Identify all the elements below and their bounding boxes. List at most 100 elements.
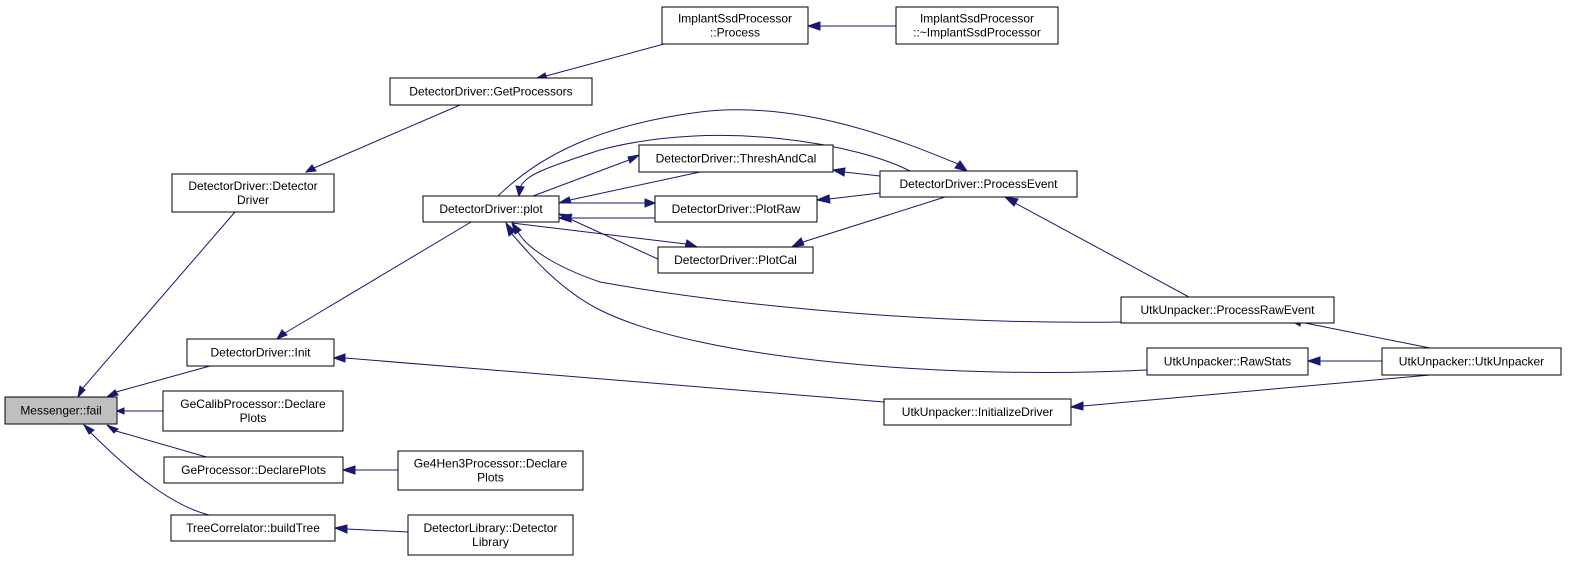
- edge-utk_ctor-to-utk_initdrv: [1069, 374, 1431, 411]
- edge-line: [89, 431, 210, 516]
- edge-dd_procevent-to-dd_plot: [515, 134, 911, 198]
- node-label: DetectorLibrary::Detector: [423, 521, 557, 535]
- edge-line: [1014, 202, 1190, 298]
- edge-geproc-to-fail: [106, 424, 211, 459]
- edge-dd_plot-to-dd_plotcal: [511, 222, 699, 249]
- node-label: ::~ImplantSsdProcessor: [913, 26, 1041, 40]
- node-utk_rawstats[interactable]: UtkUnpacker::RawStats: [1146, 347, 1309, 376]
- node-label: TreeCorrelator::buildTree: [186, 521, 320, 535]
- node-label: UtkUnpacker::RawStats: [1164, 355, 1291, 369]
- edge-utk_ctor-to-utk_rawstats: [1306, 356, 1382, 366]
- node-box: [661, 6, 809, 45]
- node-label: Library: [472, 535, 509, 549]
- node-dd_init[interactable]: DetectorDriver::Init: [186, 338, 335, 367]
- arrowhead: [77, 385, 86, 399]
- node-label: Ge4Hen3Processor::Declare: [414, 457, 568, 471]
- edge-dd_plot-to-dd_init: [275, 221, 472, 340]
- node-label: DetectorDriver::Detector: [188, 179, 317, 193]
- arrowhead: [831, 167, 846, 177]
- arrowhead: [341, 465, 356, 475]
- node-utk_initdrv[interactable]: UtkUnpacker::InitializeDriver: [883, 398, 1072, 426]
- edge-utk_rawevent-to-dd_procevent: [1003, 196, 1190, 298]
- node-utk_ctor[interactable]: UtkUnpacker::UtkUnpacker: [1381, 347, 1562, 376]
- arrowhead: [1003, 196, 1019, 207]
- arrowhead: [790, 237, 805, 248]
- edge-dd_init-to-fail: [105, 365, 211, 398]
- arrowhead: [806, 21, 821, 31]
- node-box: [389, 77, 593, 106]
- edge-dd_ctor-to-fail: [77, 211, 236, 399]
- arrowhead: [1306, 356, 1321, 366]
- node-box: [879, 170, 1078, 198]
- node-dd_plotcal[interactable]: DetectorDriver::PlotCal: [657, 246, 814, 274]
- arrowhead: [333, 524, 348, 534]
- arrowhead: [515, 185, 525, 198]
- node-ge4hen3[interactable]: Ge4Hen3Processor::DeclarePlots: [397, 450, 584, 491]
- node-utk_rawevent[interactable]: UtkUnpacker::ProcessRawEvent: [1120, 296, 1335, 324]
- node-dd_procevent[interactable]: DetectorDriver::ProcessEvent: [879, 170, 1078, 198]
- edge-implant_dtor-to-implant_process: [806, 21, 896, 31]
- edge-line: [81, 211, 236, 390]
- node-box: [397, 450, 584, 491]
- edge-dd_procevent-to-dd_plotraw: [815, 192, 881, 204]
- node-dd_plot[interactable]: DetectorDriver::plot: [422, 195, 560, 223]
- edge-line: [511, 233, 1148, 373]
- edge-line: [545, 43, 665, 77]
- arrowhead: [106, 424, 119, 434]
- node-dd_getproc[interactable]: DetectorDriver::GetProcessors: [389, 77, 593, 106]
- arrowhead: [557, 196, 572, 204]
- node-label: DetectorDriver::plot: [439, 202, 543, 216]
- node-label: DetectorDriver::GetProcessors: [409, 85, 572, 99]
- node-box: [883, 398, 1072, 426]
- arrowhead: [557, 213, 573, 222]
- edge-line: [115, 365, 211, 393]
- edge-line: [115, 430, 211, 459]
- node-detlib[interactable]: DetectorLibrary::DetectorLibrary: [407, 514, 574, 556]
- edge-dd_getproc-to-dd_ctor: [304, 104, 461, 173]
- arrowhead: [105, 389, 119, 398]
- edge-line: [346, 528, 409, 533]
- node-label: Messenger::fail: [20, 404, 101, 418]
- arrowhead: [1069, 401, 1084, 411]
- node-dd_plotraw[interactable]: DetectorDriver::PlotRaw: [654, 195, 818, 223]
- node-label: ImplantSsdProcessor: [678, 12, 792, 26]
- node-dd_ctor[interactable]: DetectorDriver::DetectorDriver: [171, 173, 335, 213]
- arrowhead: [304, 164, 317, 173]
- edge-line: [284, 221, 472, 334]
- nodes-layer: Messenger::failDetectorDriver::DetectorD…: [4, 6, 1562, 556]
- edge-dd_plot-to-dd_plotraw: [559, 198, 657, 208]
- edge-line: [569, 218, 661, 261]
- node-label: DetectorDriver::Init: [210, 346, 311, 360]
- edge-dd_plotcal-to-dd_plot: [557, 213, 661, 261]
- node-fail[interactable]: Messenger::fail: [4, 396, 118, 425]
- edge-line: [511, 222, 687, 245]
- node-implant_process[interactable]: ImplantSsdProcessor::Process: [661, 6, 809, 45]
- node-box: [163, 456, 344, 484]
- arrowhead: [115, 407, 125, 415]
- edge-utk_initdrv-to-dd_init: [332, 353, 885, 403]
- edge-utk_rawstats-to-dd_plot: [505, 221, 1148, 373]
- node-label: DetectorDriver::ThreshAndCal: [656, 152, 817, 166]
- node-box: [657, 246, 814, 274]
- node-implant_dtor[interactable]: ImplantSsdProcessor::~ImplantSsdProcesso…: [895, 6, 1059, 45]
- node-geproc[interactable]: GeProcessor::DeclarePlots: [163, 456, 344, 484]
- node-box: [1120, 296, 1335, 324]
- node-box: [162, 390, 344, 432]
- node-treecorr[interactable]: TreeCorrelator::buildTree: [170, 514, 336, 542]
- node-dd_thresh[interactable]: DetectorDriver::ThreshAndCal: [638, 144, 834, 173]
- node-box: [1381, 347, 1562, 376]
- edge-dd_plot-to-dd_thresh: [532, 154, 641, 197]
- node-label: DetectorDriver::ProcessEvent: [899, 177, 1058, 191]
- node-label: Driver: [237, 193, 269, 207]
- node-box: [654, 195, 818, 223]
- node-label: UtkUnpacker::InitializeDriver: [902, 405, 1053, 419]
- edge-detlib-to-treecorr: [333, 524, 409, 534]
- node-label: Plots: [477, 471, 504, 485]
- node-gecalib[interactable]: GeCalibProcessor::DeclarePlots: [162, 390, 344, 432]
- arrowhead: [275, 329, 288, 340]
- arrowhead: [644, 198, 657, 208]
- arrowhead: [815, 194, 831, 204]
- edge-line: [1299, 321, 1431, 349]
- edge-line: [1082, 374, 1431, 407]
